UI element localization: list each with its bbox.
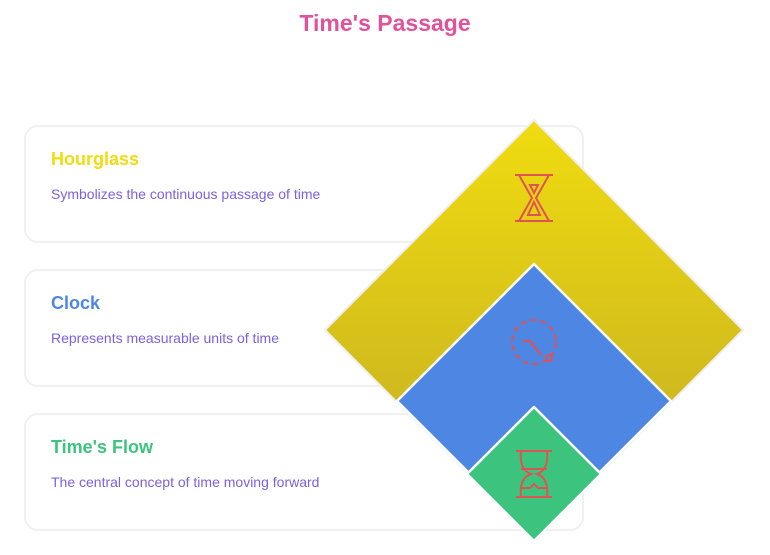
card-description: The central concept of time moving forwa… <box>51 474 320 490</box>
card-title: Clock <box>51 293 101 313</box>
hourglass-icon <box>515 174 553 222</box>
card-title: Hourglass <box>51 149 140 169</box>
page-title: Time's Passage <box>299 10 471 36</box>
clock-icon <box>511 319 557 365</box>
card-title: Time's Flow <box>51 437 153 457</box>
card-description: Represents measurable units of time <box>51 330 279 346</box>
hourglass-flow-icon <box>516 450 552 498</box>
card-description: Symbolizes the continuous passage of tim… <box>51 186 321 202</box>
